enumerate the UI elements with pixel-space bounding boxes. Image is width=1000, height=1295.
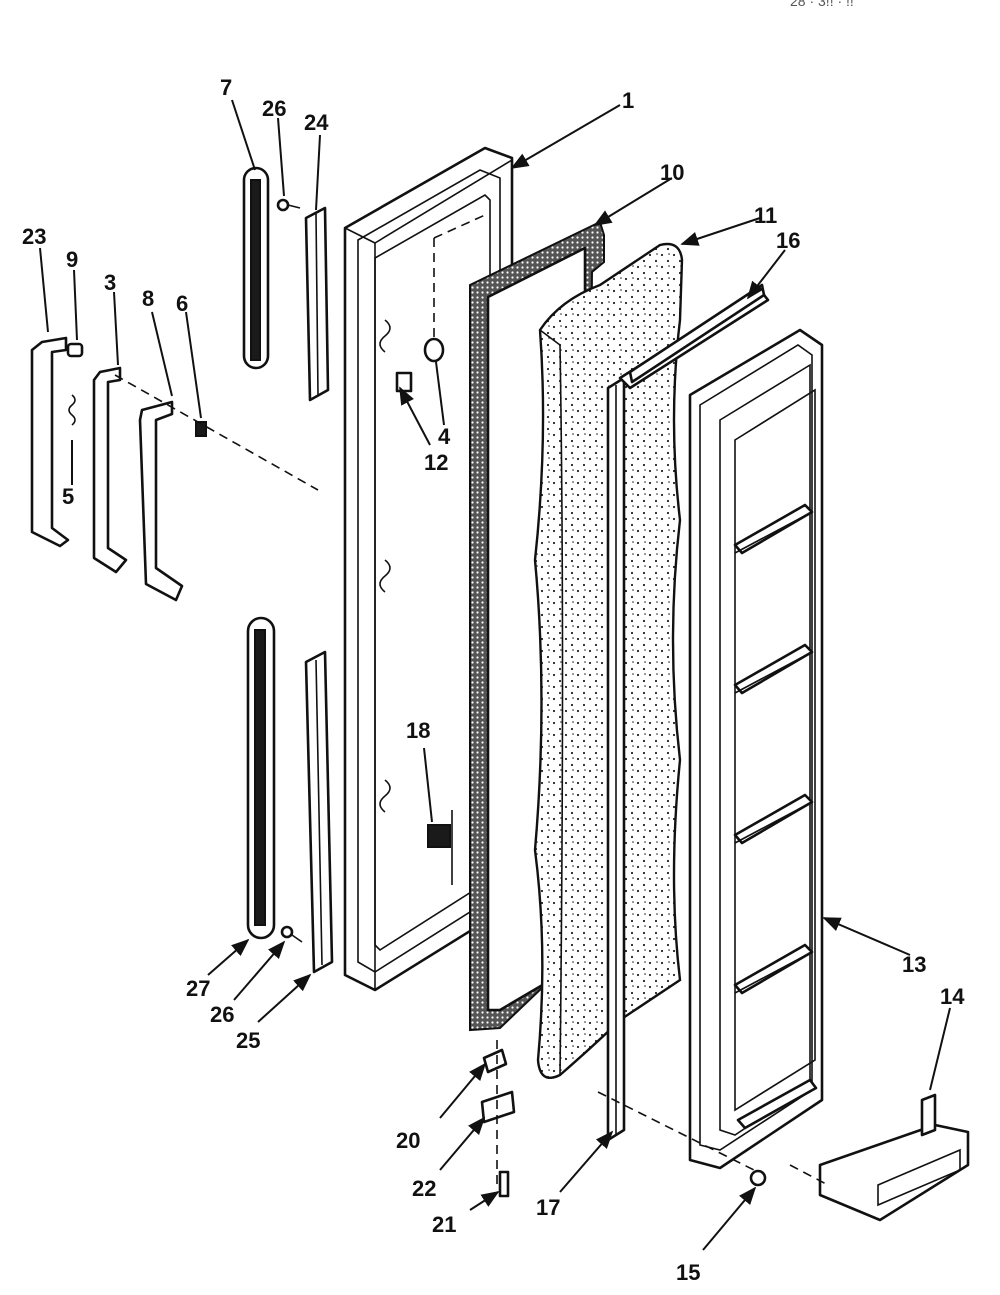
callout-16: 16 <box>776 228 800 253</box>
callout-20: 20 <box>396 1128 420 1153</box>
part-12-hinge <box>395 371 413 393</box>
callout-22: 22 <box>412 1176 436 1201</box>
handle-3 <box>92 366 128 574</box>
part-21-screw <box>498 1170 510 1198</box>
part-22-bracket <box>480 1090 516 1124</box>
handle-23 <box>30 336 70 548</box>
callout-17: 17 <box>536 1195 560 1220</box>
part-18-bracket <box>427 810 453 885</box>
callout-labels: 1 3 4 5 6 7 8 9 10 11 12 13 14 15 16 17 … <box>22 75 965 1285</box>
callout-3: 3 <box>104 270 116 295</box>
callout-12: 12 <box>424 450 448 475</box>
handle-trim-bottom <box>246 616 276 940</box>
door-strip <box>606 376 626 1142</box>
screw-top <box>276 198 301 212</box>
callout-27: 27 <box>186 976 210 1001</box>
screw-bottom <box>280 925 303 943</box>
handle-8 <box>138 400 184 602</box>
top-trim-cap <box>618 283 770 390</box>
callout-21: 21 <box>432 1212 456 1237</box>
callout-24: 24 <box>304 110 329 135</box>
callout-18: 18 <box>406 718 430 743</box>
leader-lines <box>39 99 951 1251</box>
handle-rail-bottom <box>304 650 334 974</box>
callout-4: 4 <box>438 424 451 449</box>
callout-11: 11 <box>754 203 777 228</box>
door-shelves <box>733 503 818 1130</box>
callout-7: 7 <box>220 75 232 100</box>
part-20-cam <box>482 1048 508 1074</box>
alignment-lines <box>114 214 829 1190</box>
callout-23: 23 <box>22 224 46 249</box>
callout-13: 13 <box>902 952 926 977</box>
callout-10: 10 <box>660 160 684 185</box>
callout-26-bottom: 26 <box>210 1002 234 1027</box>
bottom-bracket <box>818 1093 970 1222</box>
callout-26-top: 26 <box>262 96 286 121</box>
handle-rail-top <box>304 206 330 402</box>
callout-9: 9 <box>66 247 78 272</box>
part-4-bumper <box>423 337 445 363</box>
callout-6: 6 <box>176 291 188 316</box>
header-fragment: 28 · 3!! · !! <box>790 0 854 9</box>
callout-5: 5 <box>62 484 74 509</box>
handle-trim-top <box>242 166 270 370</box>
callout-8: 8 <box>142 286 154 311</box>
callout-14: 14 <box>940 984 965 1009</box>
part-15-screw <box>749 1169 767 1187</box>
callout-1: 1 <box>622 88 634 113</box>
door-inner-liner <box>688 328 824 1170</box>
part-5-spring <box>68 394 76 426</box>
callout-15: 15 <box>676 1260 700 1285</box>
part-9-clip <box>66 342 84 358</box>
callout-25: 25 <box>236 1028 260 1053</box>
part-6-clip <box>195 421 207 437</box>
